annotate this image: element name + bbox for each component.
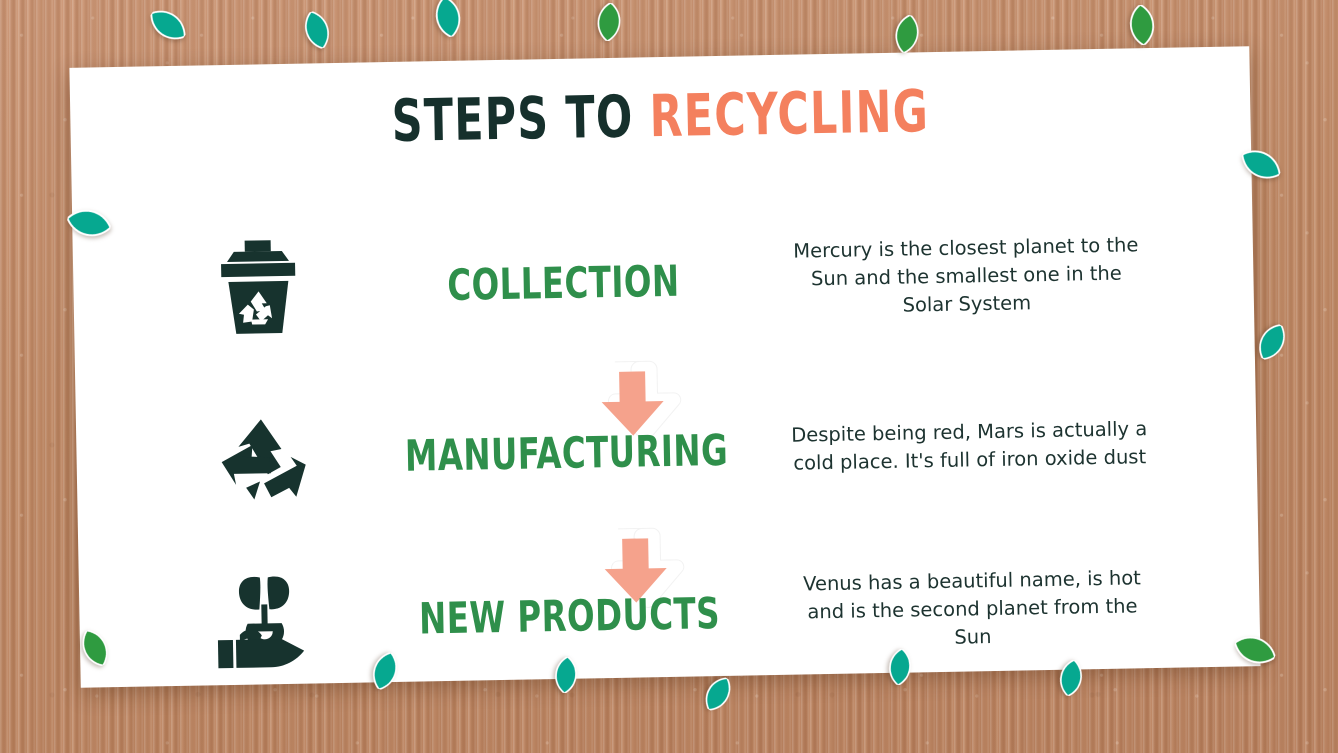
leaf-icon: [1252, 320, 1291, 365]
step-description-manufacturing: Despite being red, Mars is actually a co…: [791, 416, 1148, 475]
white-slide-card: STEPS TO RECYCLING: [69, 46, 1261, 689]
page-title-dark-part: STEPS TO: [391, 82, 635, 155]
leaf-icon: [1231, 631, 1279, 670]
leaf-icon: [1237, 144, 1286, 186]
leaf-icon: [1055, 658, 1087, 698]
page-title-space: [633, 82, 650, 150]
down-arrow-icon-1: [580, 357, 686, 445]
leaf-icon: [76, 626, 114, 671]
recycle-symbol-icon: [209, 410, 315, 509]
step-label-collection: COLLECTION: [446, 256, 680, 311]
step-description-new-products: Venus has a beautiful name, is hot and i…: [802, 565, 1142, 649]
step-row-new-products: NEW PRODUCTS Venus has a beautiful name,…: [168, 541, 1180, 689]
hand-holding-sprout-icon: [213, 570, 317, 675]
leaf-icon: [699, 672, 738, 715]
leaf-icon: [300, 8, 335, 52]
step-row-manufacturing: MANUFACTURING Despite being red, Mars is…: [165, 378, 1177, 526]
step-row-collection: COLLECTION Mercury is the closest planet…: [162, 208, 1174, 356]
leaf-icon: [65, 206, 113, 241]
leaf-icon: [433, 0, 464, 39]
leaf-icon: [367, 649, 403, 693]
step-icon-cell: [169, 569, 361, 675]
down-arrow-icon-2: [583, 524, 689, 612]
step-label-new-products: NEW PRODUCTS: [418, 589, 721, 645]
leaf-icon: [886, 648, 914, 686]
recycle-bin-icon: [214, 238, 304, 341]
page-title-accent-part: RECYCLING: [648, 77, 930, 151]
step-icon-cell: [163, 237, 355, 341]
leaf-icon: [595, 2, 622, 42]
leaf-icon: [1128, 4, 1155, 46]
step-description-collection: Mercury is the closest planet to the Sun…: [793, 232, 1139, 317]
leaf-icon: [145, 4, 192, 47]
page-title: STEPS TO RECYCLING: [176, 77, 1145, 155]
leaf-icon: [552, 656, 579, 694]
leaf-icon: [892, 13, 922, 55]
step-icon-cell: [166, 409, 358, 509]
step-label-manufacturing: MANUFACTURING: [404, 425, 729, 482]
